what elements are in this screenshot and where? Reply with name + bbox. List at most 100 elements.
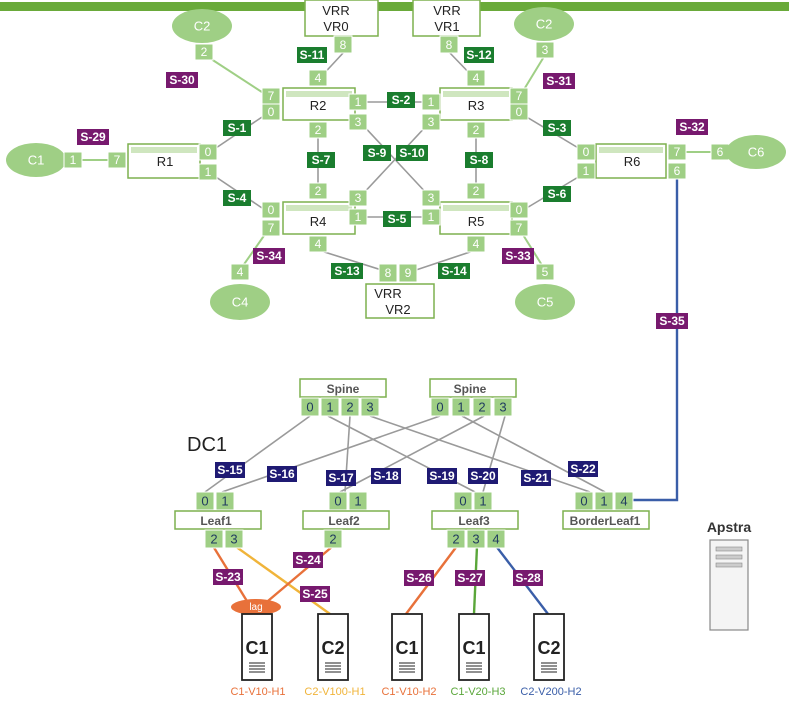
router-r3[interactable]: R3 1 3 7 0 2 4 [421, 69, 529, 139]
r6-label: R6 [624, 154, 641, 169]
svg-text:S-29: S-29 [80, 130, 106, 144]
svg-text:C1-V20-H3: C1-V20-H3 [450, 686, 505, 698]
svg-text:S-16: S-16 [269, 467, 295, 481]
apstra-server[interactable]: Apstra [707, 519, 752, 631]
vrr-vr1[interactable]: VRR VR1 8 [412, 0, 481, 54]
svg-text:S-28: S-28 [515, 571, 541, 585]
svg-text:0: 0 [436, 400, 443, 415]
svg-text:S-25: S-25 [302, 587, 328, 601]
router-r6[interactable]: R6 0 1 7 6 [576, 143, 687, 180]
vr2-label-bottom: VR2 [385, 302, 410, 317]
client-c1[interactable]: C1 1 [6, 143, 83, 177]
svg-text:C1: C1 [462, 638, 485, 658]
svg-text:4: 4 [473, 71, 480, 85]
vrr-vr0[interactable]: VRR VR0 8 [304, 0, 379, 54]
r3-label: R3 [468, 98, 485, 113]
vr0-port [333, 35, 353, 54]
svg-text:3: 3 [428, 115, 435, 129]
segment-tag-s3: S-3 [543, 120, 571, 136]
segment-tag-s6: S-6 [543, 186, 571, 202]
svg-text:2: 2 [478, 400, 485, 415]
segment-tag-s24: S-24 [293, 552, 323, 568]
dc1-title: DC1 [187, 434, 227, 456]
svg-text:2: 2 [201, 45, 208, 59]
vr1-port [439, 35, 459, 54]
svg-text:7: 7 [516, 89, 523, 103]
leaf1[interactable]: 0 1 Leaf1 2 3 [174, 491, 262, 549]
svg-text:S-22: S-22 [570, 462, 596, 476]
segment-tag-s13: S-13 [331, 263, 363, 279]
svg-text:3: 3 [355, 115, 362, 129]
svg-text:S-33: S-33 [505, 249, 531, 263]
segment-tag-s20: S-20 [468, 468, 498, 484]
svg-text:S-12: S-12 [466, 48, 492, 62]
svg-text:0: 0 [580, 494, 587, 509]
svg-text:3: 3 [428, 191, 435, 205]
link-leaf1-c2-yellow [234, 545, 331, 615]
router-r4[interactable]: R4 0 7 1 3 2 4 [261, 182, 368, 253]
client-c4[interactable]: 4 C4 [210, 263, 270, 320]
client-c5[interactable]: 5 C5 [515, 263, 575, 320]
segment-tag-s30: S-30 [166, 72, 198, 88]
svg-text:C1-V10-H1: C1-V10-H1 [230, 686, 285, 698]
segment-tag-s4: S-4 [223, 190, 251, 206]
svg-text:0: 0 [334, 494, 341, 509]
svg-text:S-30: S-30 [169, 73, 195, 87]
segment-tag-s5: S-5 [383, 211, 411, 227]
border-leaf1[interactable]: 0 1 4 BorderLeaf1 [562, 491, 650, 530]
router-r1[interactable]: R1 7 0 1 [107, 143, 218, 181]
segment-tag-s12: S-12 [464, 47, 494, 63]
link-spine2-leaf1 [221, 415, 441, 493]
link-r5-vr2 [409, 249, 477, 273]
svg-text:0: 0 [583, 145, 590, 159]
svg-text:S-1: S-1 [228, 121, 247, 135]
svg-text:2: 2 [473, 123, 480, 137]
svg-text:S-31: S-31 [546, 74, 572, 88]
apstra-label: Apstra [707, 519, 752, 535]
server-icon [709, 539, 749, 631]
router-r2[interactable]: R2 7 0 1 3 2 4 [261, 69, 368, 139]
svg-text:9: 9 [405, 266, 412, 280]
spine-right[interactable]: Spine 0 1 2 3 [429, 378, 517, 417]
svg-text:4: 4 [620, 494, 627, 509]
svg-text:Spine: Spine [327, 382, 360, 396]
svg-text:0: 0 [268, 105, 275, 119]
client-c6[interactable]: 6 C6 [710, 135, 786, 169]
segment-tag-s17: S-17 [326, 470, 356, 486]
svg-text:2: 2 [315, 184, 322, 198]
vrr-vr2[interactable]: 8 9 VRR VR2 [365, 263, 435, 319]
host-5[interactable]: C2 C2-V200-H2 [520, 613, 582, 698]
leaf3[interactable]: 0 1 Leaf3 2 3 4 [431, 491, 519, 549]
svg-text:7: 7 [674, 145, 681, 159]
svg-text:S-3: S-3 [548, 121, 567, 135]
leaf2[interactable]: 0 1 Leaf2 2 [302, 491, 390, 549]
host-4[interactable]: C1 C1-V20-H3 [450, 613, 506, 698]
svg-text:3: 3 [472, 532, 479, 547]
svg-text:C1: C1 [245, 638, 268, 658]
svg-text:S-7: S-7 [312, 153, 331, 167]
svg-text:S-2: S-2 [392, 93, 411, 107]
spine-left[interactable]: Spine 0 1 2 3 [299, 378, 387, 417]
vr0-label-top: VRR [322, 3, 349, 18]
svg-text:S-20: S-20 [470, 469, 496, 483]
host-3[interactable]: C1 C1-V10-H2 [381, 613, 437, 698]
client-c2-left[interactable]: C2 2 [172, 9, 232, 61]
svg-text:S-32: S-32 [679, 120, 705, 134]
svg-text:1: 1 [583, 164, 590, 178]
svg-text:S-4: S-4 [228, 191, 247, 205]
svg-text:3: 3 [542, 43, 549, 57]
svg-text:0: 0 [268, 203, 275, 217]
svg-text:C1: C1 [28, 153, 45, 168]
host-2[interactable]: C2 C2-V100-H1 [304, 613, 366, 698]
svg-text:4: 4 [492, 532, 499, 547]
svg-text:S-9: S-9 [368, 146, 387, 160]
segment-tag-s18: S-18 [371, 468, 401, 484]
svg-text:2: 2 [452, 532, 459, 547]
client-c2-right[interactable]: C2 3 [514, 7, 574, 59]
svg-text:0: 0 [516, 105, 523, 119]
svg-text:2: 2 [315, 123, 322, 137]
link-spine1-borderleaf [369, 415, 591, 493]
svg-text:1: 1 [221, 494, 228, 509]
host-1[interactable]: C1 C1-V10-H1 [230, 613, 286, 698]
router-r5[interactable]: R5 3 1 0 7 2 4 [421, 182, 529, 253]
